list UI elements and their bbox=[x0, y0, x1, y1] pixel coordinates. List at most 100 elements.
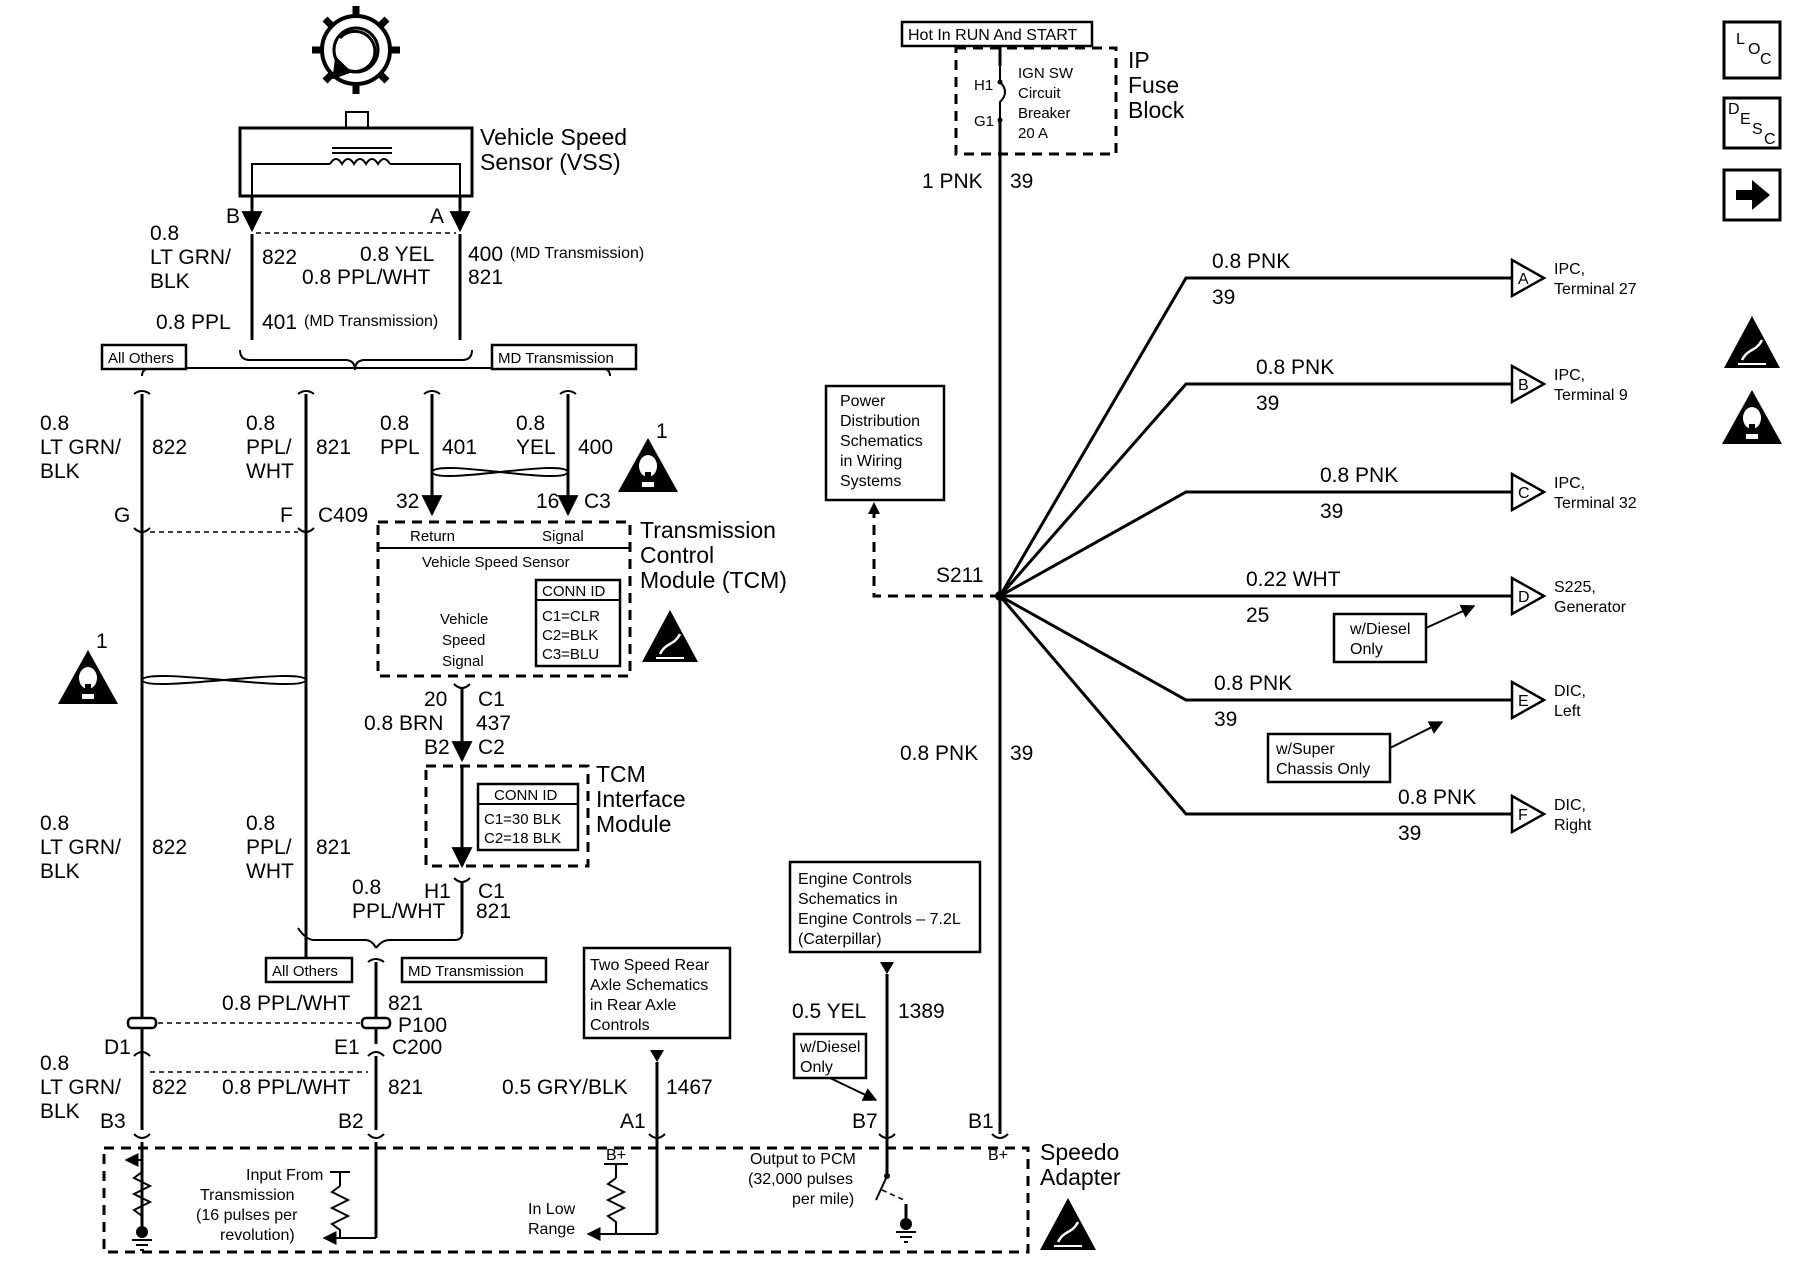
branch-wire-e bbox=[999, 594, 1512, 702]
branch-label: 0.8 PNK bbox=[1320, 464, 1398, 487]
branch-label: 0.8 PNK bbox=[1214, 672, 1292, 695]
tim-title-3: Module bbox=[596, 811, 671, 837]
branch-wire-a bbox=[998, 276, 1512, 597]
upper-401-size: 0.8 bbox=[380, 412, 409, 435]
svg-text:S: S bbox=[1752, 121, 1763, 138]
branch-letter: A bbox=[1518, 271, 1529, 288]
tcm-c1: C1=CLR bbox=[542, 608, 600, 625]
branch-connector-a[interactable] bbox=[1510, 257, 1547, 299]
tcm-c3: C3=BLU bbox=[542, 646, 599, 663]
upper-821-size: 0.8 bbox=[246, 412, 275, 435]
tcm-c2: C2=BLK bbox=[542, 627, 598, 644]
esd-legend-icon[interactable] bbox=[1722, 314, 1782, 370]
lower-821-size: 0.8 bbox=[246, 812, 275, 835]
tcm-conn-id: CONN ID bbox=[542, 583, 606, 600]
svg-text:C: C bbox=[1764, 131, 1776, 148]
power-dist-box-1: Power bbox=[840, 393, 886, 410]
description-button[interactable]: D E S C bbox=[1722, 96, 1782, 150]
fuse-ip-3: Block bbox=[1128, 97, 1185, 123]
tim-c2: C2=18 BLK bbox=[484, 830, 561, 847]
tim-pin-h1: H1 bbox=[424, 880, 451, 903]
lower-option-md-transmission: MD Transmission bbox=[408, 963, 524, 980]
branch-dest-2: Generator bbox=[1554, 599, 1627, 616]
branch-connector-e[interactable] bbox=[1510, 679, 1547, 721]
branch-circuit: 25 bbox=[1246, 604, 1269, 627]
branch-wire-f bbox=[998, 595, 1512, 816]
upper-822-size: 0.8 bbox=[40, 412, 69, 435]
branch-dest-1: IPC, bbox=[1554, 261, 1585, 278]
engine-pin-b7: B7 bbox=[852, 1110, 878, 1133]
tim-conn-c1: C1 bbox=[478, 880, 505, 903]
rear-axle-wire-circuit: 1467 bbox=[666, 1076, 713, 1099]
vss-ppl-label: 0.8 PPL bbox=[156, 311, 231, 334]
rear-axle-box-4: Controls bbox=[590, 1017, 650, 1034]
branch-connector-f[interactable] bbox=[1510, 793, 1547, 835]
diesel-note bbox=[1332, 612, 1428, 664]
location-button[interactable]: L O C bbox=[1722, 20, 1782, 80]
twisted-pair-lower bbox=[141, 674, 308, 686]
fuse-ip-2: Fuse bbox=[1128, 72, 1179, 98]
engine-box-3: Engine Controls – 7.2L bbox=[798, 911, 961, 928]
upper-400-size: 0.8 bbox=[516, 412, 545, 435]
speedo-pin-b1: B1 bbox=[968, 1110, 994, 1133]
rear-axle-box-2: Axle Schematics bbox=[590, 977, 708, 994]
lower-822-color-1: LT GRN/ bbox=[40, 836, 121, 859]
lower-ppl-wht-label: 0.8 PPL/WHT bbox=[222, 992, 351, 1015]
note-diesel-1: w/Diesel bbox=[1349, 621, 1410, 638]
branch-dest-1: IPC, bbox=[1554, 367, 1585, 384]
bot-822-circuit: 822 bbox=[152, 1076, 187, 1099]
hot-label: Hot In RUN And START bbox=[908, 27, 1077, 44]
branch-dest-2: Terminal 9 bbox=[1554, 387, 1628, 404]
svg-text:E: E bbox=[1740, 111, 1751, 128]
power-dist-box bbox=[824, 384, 946, 502]
warning-legend-icon[interactable] bbox=[1722, 390, 1782, 444]
vss-pin-b: B bbox=[226, 205, 240, 228]
speedo-low-1: In Low bbox=[528, 1201, 576, 1218]
branch-label: 0.22 WHT bbox=[1246, 568, 1341, 591]
tim-box bbox=[424, 764, 590, 868]
svg-text:D: D bbox=[1728, 101, 1740, 118]
rear-axle-box-3: in Rear Axle bbox=[590, 997, 676, 1014]
upper-822-color-2: BLK bbox=[40, 460, 80, 483]
speedo-out-1: Output to PCM bbox=[750, 1151, 856, 1168]
fuse-cb-4: 20 A bbox=[1018, 125, 1048, 142]
fuse-h1: H1 bbox=[974, 77, 993, 94]
circuit-breaker-icon bbox=[999, 66, 1006, 120]
vss-pin-a: A bbox=[430, 205, 444, 228]
speedo-low-2: Range bbox=[528, 1221, 575, 1238]
fuse-cb-3: Breaker bbox=[1018, 105, 1071, 122]
speedo-out-3: per mile) bbox=[792, 1191, 854, 1208]
tim-title-1: TCM bbox=[596, 761, 646, 787]
brn-pin-20: 20 bbox=[424, 688, 447, 711]
speedo-input-4: revolution) bbox=[220, 1227, 295, 1244]
tcm-title-2: Control bbox=[640, 542, 714, 568]
upper-pin-f: F bbox=[280, 504, 293, 527]
arrow-right-icon bbox=[1736, 180, 1770, 210]
bot-822-size: 0.8 bbox=[40, 1052, 69, 1075]
engine-box-4: (Caterpillar) bbox=[798, 931, 882, 948]
branch-dest-2: Left bbox=[1554, 703, 1581, 720]
branch-circuit: 39 bbox=[1320, 500, 1343, 523]
engine-wire-label: 0.5 YEL bbox=[792, 1000, 866, 1023]
vss-left-circuit: 822 bbox=[262, 246, 297, 269]
branch-connector-b[interactable] bbox=[1510, 363, 1547, 405]
fuse-cb-2: Circuit bbox=[1018, 85, 1061, 102]
rear-axle-wire-label: 0.5 GRY/BLK bbox=[502, 1076, 628, 1099]
branch-dest-1: S225, bbox=[1554, 579, 1596, 596]
rear-axle-pin-a1: A1 bbox=[620, 1110, 646, 1133]
vss-coil bbox=[251, 147, 461, 196]
engine-diesel-2: Only bbox=[800, 1059, 833, 1076]
speedo-bplus: B+ bbox=[606, 1147, 626, 1164]
vss-title-2: Sensor (VSS) bbox=[480, 149, 621, 175]
vss-yel-circuit: 400 bbox=[468, 243, 503, 266]
lower-ppl-wht-circuit: 821 bbox=[388, 992, 423, 1015]
branch-connector-c[interactable] bbox=[1510, 471, 1547, 513]
tcm-title-3: Module (TCM) bbox=[640, 567, 787, 593]
engine-box-2: Schematics in bbox=[798, 891, 898, 908]
bot-822-color-2: BLK bbox=[40, 1100, 80, 1123]
next-arrow-button[interactable] bbox=[1722, 168, 1782, 222]
speedo-input-2: Transmission bbox=[200, 1187, 295, 1204]
branch-connector-d[interactable] bbox=[1510, 575, 1547, 617]
branch-label: 0.8 PNK bbox=[1256, 356, 1334, 379]
